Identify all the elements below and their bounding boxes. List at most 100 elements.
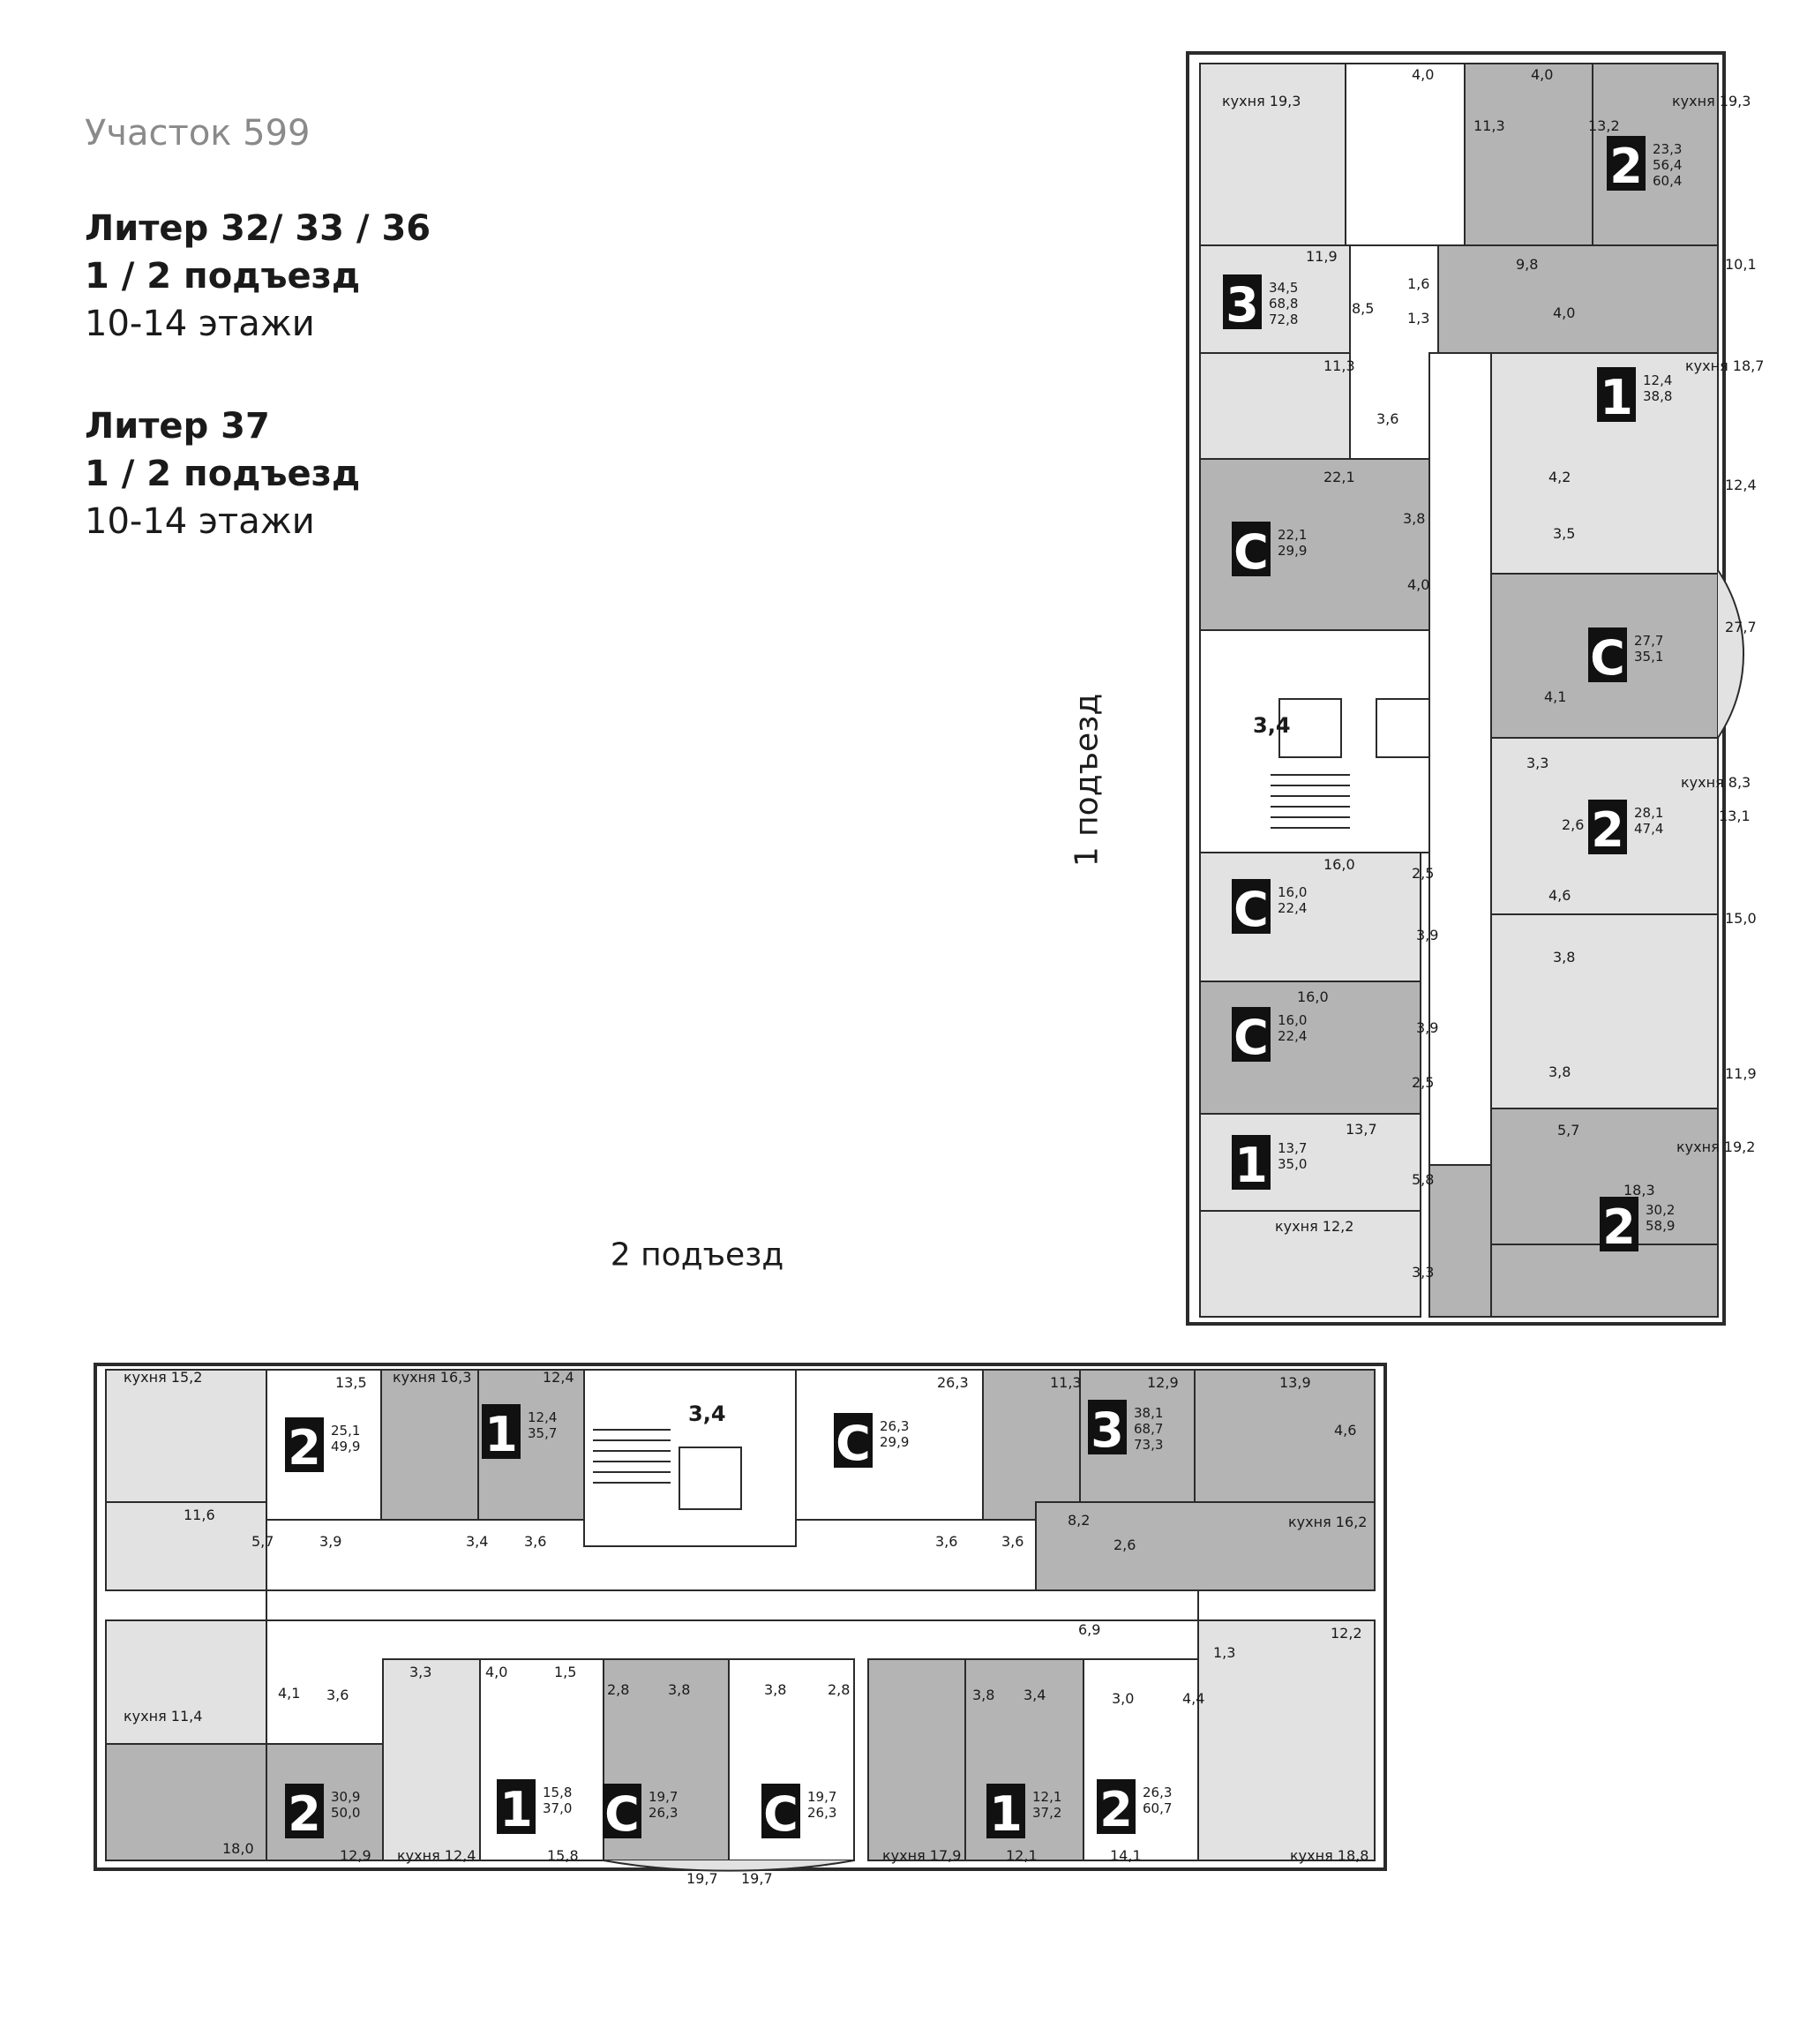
apartment-type-label: 2: [288, 1420, 321, 1476]
room-area-label: кухня 16,3: [393, 1369, 471, 1386]
apartment-type-badge: [834, 1413, 873, 1468]
room-area-label: 4,0: [1553, 304, 1575, 321]
apartment-type-badge: [1588, 800, 1627, 854]
tower-1-elevator-b: [1376, 698, 1430, 758]
apartment-type-label: С: [1233, 882, 1269, 937]
apartment-type-badge: [285, 1417, 324, 1472]
room-area-label: 2,8: [607, 1681, 629, 1698]
apartment-area-value: 37,0: [543, 1800, 572, 1816]
room-area-label: 12,2: [1331, 1625, 1362, 1642]
apartment-area-value: 25,1: [331, 1423, 360, 1439]
room-area-label: 5,7: [251, 1533, 274, 1550]
apartment-type-label: С: [604, 1786, 640, 1842]
room-area-label: 13,2: [1588, 117, 1620, 134]
apartment-area-value: 22,1: [1278, 527, 1307, 543]
room-area-label: 4,2: [1548, 469, 1571, 485]
room-area-label: 4,0: [1407, 576, 1429, 593]
room-area-label: 2,6: [1113, 1537, 1136, 1553]
room-area-label: 10,1: [1725, 256, 1757, 273]
tower-1-apartment-zone-6: [1199, 352, 1351, 460]
room-area-label: 26,3: [937, 1374, 969, 1391]
block-2-apartment-zone-2: [380, 1369, 479, 1521]
apartment-area-value: 30,2: [1646, 1202, 1675, 1218]
tower-1-apartment-zone-16: [1199, 1210, 1421, 1318]
site-label: Участок 599: [85, 113, 311, 154]
room-area-label: 13,7: [1346, 1121, 1377, 1138]
apartment-type-label: 2: [1099, 1782, 1133, 1837]
room-area-label: 4,6: [1334, 1422, 1356, 1439]
apartment-area-value: 35,7: [528, 1425, 557, 1441]
room-area-label: 3,8: [668, 1681, 690, 1698]
block2-floors: 10-14 этажи: [85, 501, 315, 542]
room-area-label: 13,5: [335, 1374, 367, 1391]
apartment-area-value: 68,8: [1269, 296, 1298, 312]
room-area-label: кухня 18,8: [1290, 1847, 1368, 1864]
room-area-label: 3,4: [1023, 1687, 1046, 1703]
room-area-label: 3,4: [466, 1533, 488, 1550]
stair-area-label: 3,4: [688, 1401, 726, 1426]
apartment-area-value: 29,9: [880, 1434, 909, 1450]
room-area-label: 11,3: [1050, 1374, 1082, 1391]
apartment-type-badge: [986, 1784, 1025, 1838]
block-2-apartment-zone-11: [105, 1743, 267, 1861]
room-area-label: 12,9: [1147, 1374, 1179, 1391]
room-area-label: кухня 12,4: [397, 1847, 476, 1864]
room-area-label: 1,6: [1407, 275, 1429, 292]
room-area-label: 4,0: [1412, 66, 1434, 83]
block-2-apartment-zone-0: [105, 1369, 267, 1503]
tower-1-apartment-zone-18: [1490, 1244, 1719, 1318]
room-area-label: 1,5: [554, 1664, 576, 1680]
room-area-label: 4,1: [278, 1685, 300, 1702]
apartment-area-value: 30,9: [331, 1789, 360, 1805]
block-2-corridor: [266, 1589, 1199, 1621]
apartment-type-label: 1: [1600, 370, 1633, 425]
room-area-label: 15,0: [1725, 910, 1757, 927]
apartment-type-label: 1: [499, 1782, 533, 1837]
tower-1-apartment-zone-5: [1437, 244, 1719, 354]
entrance-2-label: 2 подъезд: [610, 1236, 784, 1274]
apartment-type-label: С: [763, 1786, 799, 1842]
room-area-label: кухня 19,2: [1676, 1138, 1755, 1155]
room-area-label: 2,6: [1562, 816, 1584, 833]
tower-1-corridor: [1428, 352, 1492, 1166]
apartment-area-value: 73,3: [1134, 1437, 1163, 1453]
room-area-label: 14,1: [1110, 1847, 1142, 1864]
room-area-label: 3,6: [1001, 1533, 1023, 1550]
apartment-area-value: 60,7: [1143, 1800, 1172, 1816]
room-area-label: 18,3: [1623, 1182, 1655, 1199]
apartment-area-value: 47,4: [1634, 821, 1663, 837]
apartment-area-value: 58,9: [1646, 1218, 1675, 1234]
apartment-type-badge: [285, 1784, 324, 1838]
room-area-label: 3,6: [1376, 410, 1398, 427]
room-area-label: 3,3: [1526, 755, 1548, 771]
room-area-label: 1,3: [1213, 1644, 1235, 1661]
block2-entrances: 1 / 2 подъезд: [85, 454, 361, 494]
room-area-label: 18,0: [222, 1840, 254, 1857]
room-area-label: кухня 19,3: [1672, 93, 1751, 109]
room-area-label: 5,8: [1412, 1171, 1434, 1188]
room-area-label: 4,1: [1544, 688, 1566, 705]
block1-entrances: 1 / 2 подъезд: [85, 256, 361, 297]
room-area-label: 1,3: [1407, 310, 1429, 327]
room-area-label: 19,7: [686, 1870, 718, 1887]
apartment-area-value: 12,4: [528, 1409, 557, 1425]
apartment-area-value: 29,9: [1278, 543, 1307, 559]
apartment-type-label: С: [1233, 1010, 1269, 1065]
room-area-label: 3,3: [409, 1664, 431, 1680]
apartment-type-label: 2: [1609, 139, 1643, 194]
room-area-label: 3,8: [972, 1687, 994, 1703]
room-area-label: кухня 12,2: [1275, 1218, 1353, 1235]
apartment-area-value: 35,0: [1278, 1156, 1307, 1172]
room-area-label: 12,4: [1725, 477, 1757, 493]
room-area-label: 3,6: [524, 1533, 546, 1550]
room-area-label: 4,0: [1531, 66, 1553, 83]
apartment-type-label: 1: [989, 1786, 1023, 1842]
apartment-area-value: 38,1: [1134, 1405, 1163, 1421]
room-area-label: 13,9: [1279, 1374, 1311, 1391]
apartment-area-value: 16,0: [1278, 1012, 1307, 1028]
room-area-label: кухня 19,3: [1222, 93, 1301, 109]
room-area-label: 3,5: [1553, 525, 1575, 542]
room-area-label: 3,8: [1403, 510, 1425, 527]
block2-title: Литер 37: [85, 406, 270, 447]
tower-1-apartment-zone-12: [1490, 913, 1719, 1109]
